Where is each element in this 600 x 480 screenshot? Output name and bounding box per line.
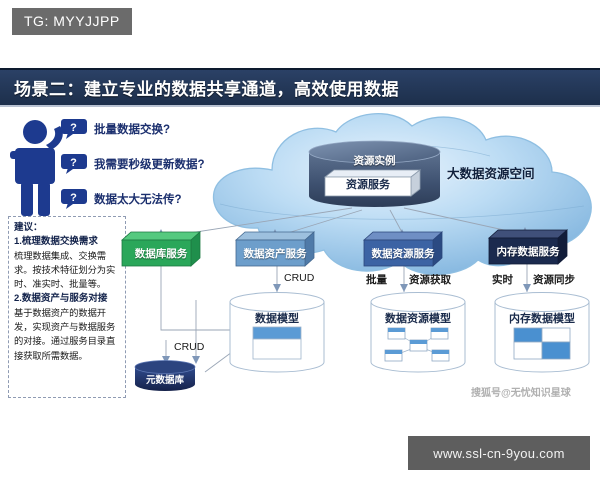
connector-label-resource-fetch: 资源获取 xyxy=(409,274,451,286)
model-cylinder-resource-model: 数据资源模型 xyxy=(370,292,466,373)
connector-label-crud-meta: CRUD xyxy=(174,341,205,353)
service-box-data-resource[interactable]: 数据资源服务 xyxy=(362,231,444,267)
advice-item2-body: 基于数据资产的数据开发，实现资产与数据服务的对接。通过服务目录直接获取所需数据。 xyxy=(14,307,116,361)
service-box-memory-data[interactable]: 内存数据服务 xyxy=(487,229,569,265)
service-label: 数据资产服务 xyxy=(243,247,307,260)
metadata-database-cylinder: 元数据库 xyxy=(134,360,196,392)
svg-text:?: ? xyxy=(70,157,77,169)
question-bubble-icon: ? xyxy=(60,118,88,139)
connector-label-realtime: 实时 xyxy=(492,274,513,286)
resource-service-box: 资源服务 xyxy=(323,169,422,197)
metadata-database-label: 元数据库 xyxy=(145,375,184,386)
person-icon xyxy=(10,118,72,218)
connector-label-resource-sync: 资源同步 xyxy=(533,274,575,286)
svg-text:?: ? xyxy=(70,192,77,204)
list-item: ? 我需要秒级更新数据? xyxy=(60,153,205,174)
url-text: www.ssl-cn-9you.com xyxy=(433,445,565,461)
advice-item1-title: 1.梳理数据交换需求 xyxy=(14,235,98,247)
service-label: 数据库服务 xyxy=(134,247,188,260)
resource-service-label: 资源服务 xyxy=(346,179,390,191)
model-label: 数据资源模型 xyxy=(385,313,451,325)
title-underline xyxy=(0,105,600,107)
question-text: 批量数据交换? xyxy=(94,123,171,136)
list-item: ? 批量数据交换? xyxy=(60,118,170,139)
big-data-space-label: 大数据资源空间 xyxy=(447,167,535,181)
question-bubble-list: ? 批量数据交换? ? 我需要秒级更新数据? ? 数据太大无法传? xyxy=(60,118,290,214)
model-cylinder-memory-model: 内存数据模型 xyxy=(494,292,590,373)
question-bubble-icon: ? xyxy=(60,188,88,209)
advice-box: 建议： 1.梳理数据交换需求 梳理数据集成、交换需求。按技术特征划分为实时、准实… xyxy=(8,216,126,398)
advice-item1-body: 梳理数据集成、交换需求。按技术特征划分为实时、准实时、批量等。 xyxy=(14,250,116,290)
model-cylinder-data-model: 数据模型 xyxy=(229,292,325,373)
question-text: 数据太大无法传? xyxy=(94,193,182,206)
svg-text:?: ? xyxy=(70,122,77,134)
connector-label-crud-asset: CRUD xyxy=(284,272,315,284)
service-label: 数据资源服务 xyxy=(371,247,435,260)
watermark: 搜狐号@无忧知识星球 xyxy=(471,388,571,399)
model-label: 内存数据模型 xyxy=(509,313,575,325)
service-label: 内存数据服务 xyxy=(496,245,560,258)
resource-instance-label: 资源实例 xyxy=(353,155,396,167)
url-banner: www.ssl-cn-9you.com xyxy=(408,436,590,470)
question-bubble-icon: ? xyxy=(60,153,88,174)
advice-heading: 建议： xyxy=(14,222,43,233)
page-title: 场景二：建立专业的数据共享通道，高效使用数据 xyxy=(14,80,399,99)
tg-tag: TG: MYYJJPP xyxy=(12,8,132,35)
question-text: 我需要秒级更新数据? xyxy=(94,158,205,171)
advice-item2-title: 2.数据资产与服务对接 xyxy=(14,292,108,304)
slide-title-band: 场景二：建立专业的数据共享通道，高效使用数据 xyxy=(0,68,600,107)
list-item: ? 数据太大无法传? xyxy=(60,188,182,209)
connector-label-batch: 批量 xyxy=(366,274,387,286)
service-box-data-asset[interactable]: 数据资产服务 xyxy=(234,231,316,267)
model-label: 数据模型 xyxy=(255,313,299,325)
service-box-database[interactable]: 数据库服务 xyxy=(120,231,202,267)
